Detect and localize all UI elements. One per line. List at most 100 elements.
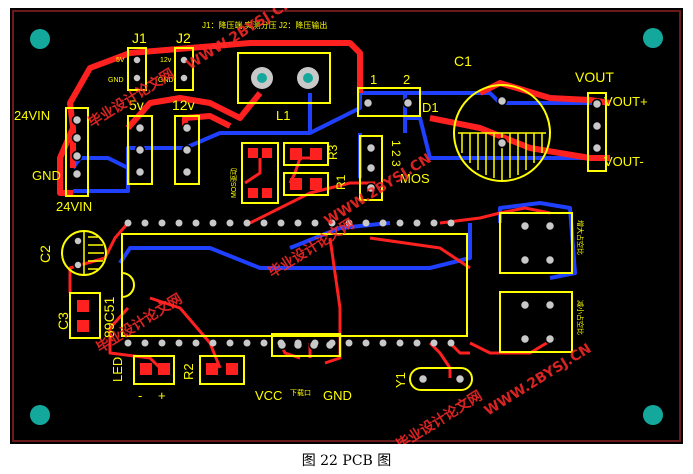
c1-outline bbox=[453, 84, 551, 182]
mcu-pin-top-15 bbox=[362, 219, 370, 227]
v5-outline bbox=[127, 115, 153, 185]
mos-driver-outline bbox=[241, 142, 279, 204]
mcu-pin-top-17 bbox=[396, 219, 404, 227]
silkscreen-labels: J1 J2 J1：降压端 实测分压 J2：降压输出 GND 5V GND 12v… bbox=[14, 20, 648, 403]
mcu-pin-bottom-17 bbox=[396, 339, 404, 347]
led-minus-label: - bbox=[138, 388, 142, 403]
d1-pin1-label: 1 bbox=[370, 72, 377, 87]
mcu-pin-bottom-1 bbox=[124, 339, 132, 347]
vout-minus-label: VOUT- bbox=[604, 154, 644, 169]
v12-label: 12v bbox=[172, 97, 195, 113]
vin-label: 24VIN bbox=[14, 108, 50, 123]
mcu-pin-top-13 bbox=[328, 219, 336, 227]
mount-hole-bottom-left bbox=[30, 405, 50, 425]
mcu-pin-bottom-9 bbox=[260, 339, 268, 347]
mcu-pin-top-11 bbox=[294, 219, 302, 227]
sw-top-label: 增大占空比 bbox=[576, 220, 585, 255]
pcb-board: J1 J2 J1：降压端 实测分压 J2：降压输出 GND 5V GND 12v… bbox=[10, 8, 683, 444]
pads bbox=[71, 55, 603, 385]
title-note: J1：降压端 实测分压 J2：降压输出 bbox=[202, 20, 327, 30]
mcu-pin-top-14 bbox=[345, 219, 353, 227]
v5-label: 5v bbox=[129, 97, 144, 113]
c2-hatch bbox=[83, 231, 104, 275]
mount-hole-top-right bbox=[643, 28, 663, 48]
mcu-pin-bottom-14 bbox=[345, 339, 353, 347]
mcu-outline bbox=[121, 233, 468, 337]
c1-hatch bbox=[458, 132, 546, 180]
v12-outline bbox=[174, 115, 200, 185]
mcu-pin-top-9 bbox=[260, 219, 268, 227]
mcu-pin-top-4 bbox=[175, 219, 183, 227]
j2-label: J2 bbox=[176, 30, 191, 46]
mcu-pin-bottom-18 bbox=[413, 339, 421, 347]
d1-outline bbox=[357, 87, 421, 117]
l1-label: L1 bbox=[276, 108, 290, 123]
mcu-pin-bottom-6 bbox=[209, 339, 217, 347]
mcu-pin-top-19 bbox=[430, 219, 438, 227]
mcu-pin-bottom-11 bbox=[294, 339, 302, 347]
mcu-pin-top-10 bbox=[277, 219, 285, 227]
mount-hole-top-left bbox=[30, 29, 50, 49]
vin-connector-outline bbox=[65, 107, 89, 197]
sw-bottom-label: 减小占空比 bbox=[576, 300, 585, 335]
vcc-label: VCC bbox=[255, 388, 282, 403]
mcu-pin-top-16 bbox=[379, 219, 387, 227]
r3-label: R3 bbox=[326, 144, 340, 160]
mcu-pin-top-2 bbox=[141, 219, 149, 227]
led-plus-label: + bbox=[158, 388, 166, 403]
sw-top-outline bbox=[499, 212, 573, 274]
mcu-notch bbox=[121, 272, 135, 298]
mcu-pin-bottom-2 bbox=[141, 339, 149, 347]
mos-pins-label: 1 2 3 bbox=[389, 140, 403, 167]
gnd-left-label: GND bbox=[32, 168, 61, 183]
y1-label: Y1 bbox=[393, 372, 408, 388]
led-label: LED bbox=[110, 357, 125, 382]
mcu-pin-top-5 bbox=[192, 219, 200, 227]
mcu-pin-bottom-15 bbox=[362, 339, 370, 347]
j1-label: J1 bbox=[132, 30, 147, 46]
mcu-pin-top-8 bbox=[243, 219, 251, 227]
c1-label: C1 bbox=[454, 53, 472, 69]
figure-caption: 图 22 PCB 图 bbox=[301, 453, 392, 469]
d1-label: D1 bbox=[422, 100, 439, 115]
mcu-pin-bottom-8 bbox=[243, 339, 251, 347]
r1-label: R1 bbox=[334, 174, 348, 190]
inductor-pads bbox=[251, 67, 319, 89]
mcu-pin-bottom-3 bbox=[158, 339, 166, 347]
sw-bottom-outline bbox=[499, 291, 573, 353]
y1-outline bbox=[409, 367, 473, 391]
mcu-pin-top-18 bbox=[413, 219, 421, 227]
mcu-pin-top-3 bbox=[158, 219, 166, 227]
vin-bottom-label: 24VIN bbox=[56, 199, 92, 214]
vout-connector-outline bbox=[587, 92, 607, 172]
board-outline bbox=[12, 10, 681, 442]
j1-outline bbox=[127, 47, 147, 91]
mcu-pin-bottom-5 bbox=[192, 339, 200, 347]
mcu-pin-bottom-19 bbox=[430, 339, 438, 347]
rx-label: 下载口 bbox=[290, 388, 311, 397]
r3-outline bbox=[283, 142, 329, 166]
j1-pin-label: 5V bbox=[116, 57, 125, 64]
mcu-pin-bottom-10 bbox=[277, 339, 285, 347]
j2-gnd-label: GND bbox=[158, 77, 174, 84]
mcu-pin-bottom-12 bbox=[311, 339, 319, 347]
gnd-bottom-label: GND bbox=[323, 388, 352, 403]
rx-connector-outline bbox=[271, 333, 341, 357]
mcu-pin-pads bbox=[124, 219, 455, 347]
vout-plus-label: VOUT+ bbox=[604, 94, 648, 109]
smd-pads bbox=[77, 148, 322, 375]
r2-label: R2 bbox=[181, 363, 196, 380]
r1-outline bbox=[283, 172, 329, 196]
mcu-pin-top-7 bbox=[226, 219, 234, 227]
mcu-pin-bottom-20 bbox=[447, 339, 455, 347]
j1-gnd-label: GND bbox=[108, 77, 124, 84]
mos-label: MOS bbox=[400, 171, 430, 186]
mount-hole-bottom-right bbox=[643, 405, 663, 425]
mcu-pin-bottom-16 bbox=[379, 339, 387, 347]
mcu-pin-top-6 bbox=[209, 219, 217, 227]
mcu-label: 89C51 bbox=[101, 297, 117, 338]
l1-outline bbox=[237, 52, 331, 104]
silkscreen-outlines bbox=[61, 47, 607, 391]
c3-label: C3 bbox=[55, 312, 71, 330]
mos-driver-label: MOS驱动 bbox=[229, 168, 238, 198]
